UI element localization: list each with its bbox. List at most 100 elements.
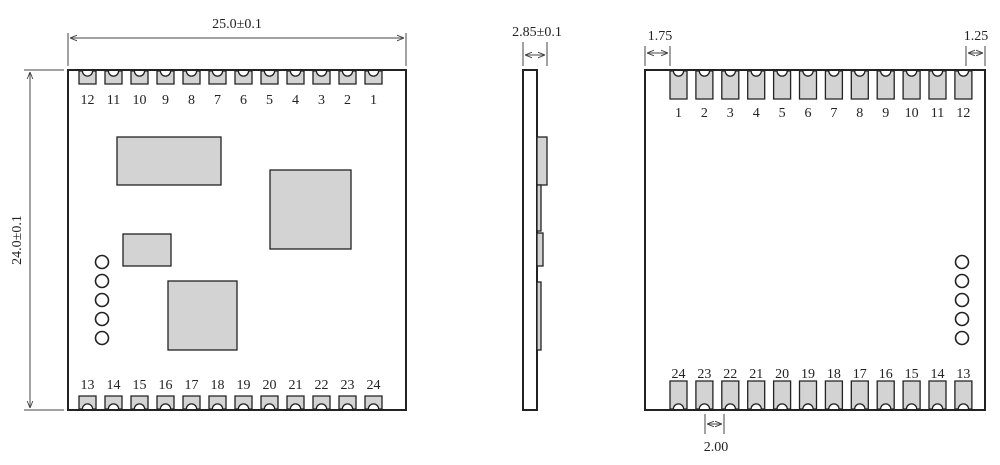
front-test-hole xyxy=(94,292,110,308)
back-bottom-pin-pad-23 xyxy=(695,380,714,410)
back-bottom-pin-pad-14 xyxy=(928,380,947,410)
back-bottom-pin-pad-15 xyxy=(902,380,921,410)
front-bottom-pin-pad-21 xyxy=(286,395,305,410)
front-component-ic-large xyxy=(269,169,352,250)
back-board-outline xyxy=(644,69,986,411)
back-bottom-pin-pad-24 xyxy=(669,380,688,410)
front-top-pin-label-9: 9 xyxy=(162,93,169,108)
side-component-2 xyxy=(536,184,542,232)
back-bottom-pin-pad-20 xyxy=(772,380,792,410)
front-top-pin-label-2: 2 xyxy=(344,93,351,108)
front-bottom-pin-label-17: 17 xyxy=(185,378,199,393)
back-test-hole xyxy=(954,311,970,327)
back-top-pin-pad-3 xyxy=(721,70,740,100)
side-view: 2.85±0.1 xyxy=(512,25,562,411)
front-top-pin-pad-11 xyxy=(104,70,123,85)
front-bottom-pin-pad-19 xyxy=(234,395,253,410)
front-bottom-pin-pad-22 xyxy=(312,395,331,410)
front-bottom-pin-label-15: 15 xyxy=(133,378,147,393)
back-top-pin-label-12: 12 xyxy=(956,106,970,121)
front-top-pin-label-11: 11 xyxy=(107,93,120,108)
front-top-pin-label-12: 12 xyxy=(81,93,95,108)
front-bottom-pin-label-14: 14 xyxy=(107,378,121,393)
back-bottom-pin-pad-17 xyxy=(850,380,869,410)
front-top-pin-label-7: 7 xyxy=(214,93,221,108)
front-test-hole xyxy=(94,273,110,289)
back-test-holes xyxy=(954,254,970,346)
back-bottom-pin-label-19: 19 xyxy=(801,367,815,382)
back-bottom-pin-label-17: 17 xyxy=(853,367,867,382)
back-bottom-pin-pad-16 xyxy=(876,380,895,410)
side-board-outline xyxy=(522,69,538,411)
back-top-pin-pad-9 xyxy=(876,70,895,100)
back-top-pin-label-7: 7 xyxy=(830,106,837,121)
back-test-hole xyxy=(954,254,970,270)
back-top-pin-pad-6 xyxy=(798,70,818,100)
back-top-pin-label-10: 10 xyxy=(905,106,919,121)
back-bottom-pin-label-24: 24 xyxy=(672,367,686,382)
front-top-pin-pad-3 xyxy=(312,70,331,85)
front-top-pin-pad-5 xyxy=(260,70,279,85)
back-top-pin-pad-5 xyxy=(772,70,792,100)
front-bottom-pin-pad-15 xyxy=(130,395,149,410)
back-top-pin-pad-10 xyxy=(902,70,921,100)
front-bottom-pin-label-19: 19 xyxy=(237,378,251,393)
back-left-margin-label: 1.75 xyxy=(648,29,673,44)
front-width-label: 25.0±0.1 xyxy=(212,17,262,32)
front-bottom-pin-label-18: 18 xyxy=(211,378,225,393)
front-top-pin-pad-9 xyxy=(156,70,175,85)
back-top-pin-pad-7 xyxy=(824,70,844,100)
front-component-crystal xyxy=(116,136,222,186)
front-top-pin-label-5: 5 xyxy=(266,93,273,108)
back-test-hole xyxy=(954,273,970,289)
front-bottom-pin-label-22: 22 xyxy=(315,378,329,393)
back-top-pin-label-4: 4 xyxy=(753,106,760,121)
back-top-pin-label-5: 5 xyxy=(779,106,786,121)
front-top-pin-pad-7 xyxy=(208,70,227,85)
front-bottom-pin-pad-24 xyxy=(364,395,383,410)
front-test-hole xyxy=(94,254,110,270)
side-component-4 xyxy=(536,281,542,351)
back-bottom-pin-label-21: 21 xyxy=(749,367,763,382)
front-component-ic xyxy=(167,280,238,351)
back-bottom-pin-label-13: 13 xyxy=(956,367,970,382)
back-top-pin-label-3: 3 xyxy=(727,106,734,121)
back-bottom-pads xyxy=(669,380,973,410)
back-top-pads xyxy=(669,70,973,100)
front-board-outline xyxy=(67,69,407,411)
front-test-hole xyxy=(94,311,110,327)
back-bottom-pin-pad-13 xyxy=(954,380,973,410)
front-top-pin-pad-1 xyxy=(364,70,383,85)
front-bottom-pin-label-20: 20 xyxy=(263,378,277,393)
front-top-pin-label-3: 3 xyxy=(318,93,325,108)
back-bottom-pin-label-16: 16 xyxy=(879,367,893,382)
back-bottom-pin-pad-18 xyxy=(824,380,844,410)
front-top-pin-label-1: 1 xyxy=(370,93,377,108)
back-top-pin-pad-1 xyxy=(669,70,688,100)
back-top-pin-label-1: 1 xyxy=(675,106,682,121)
front-top-pin-pad-2 xyxy=(338,70,357,85)
front-top-pin-pad-12 xyxy=(78,70,97,85)
back-bottom-pin-label-14: 14 xyxy=(931,367,945,382)
back-top-pin-pad-4 xyxy=(747,70,766,100)
front-top-pin-pad-4 xyxy=(286,70,305,85)
back-top-pin-label-2: 2 xyxy=(701,106,708,121)
front-top-pin-label-6: 6 xyxy=(240,93,247,108)
front-test-hole xyxy=(94,330,110,346)
back-bottom-pin-pad-19 xyxy=(798,380,818,410)
front-component-small xyxy=(122,233,172,267)
front-height-label: 24.0±0.1 xyxy=(10,215,25,265)
front-top-pin-label-4: 4 xyxy=(292,93,299,108)
front-test-holes xyxy=(94,254,110,346)
front-bottom-pin-label-13: 13 xyxy=(81,378,95,393)
front-top-pin-pad-8 xyxy=(182,70,201,85)
front-top-pin-label-10: 10 xyxy=(133,93,147,108)
front-top-pin-pad-10 xyxy=(130,70,149,85)
side-component-1 xyxy=(536,136,548,186)
front-top-pin-pad-6 xyxy=(234,70,253,85)
front-bottom-pin-pad-13 xyxy=(78,395,97,410)
